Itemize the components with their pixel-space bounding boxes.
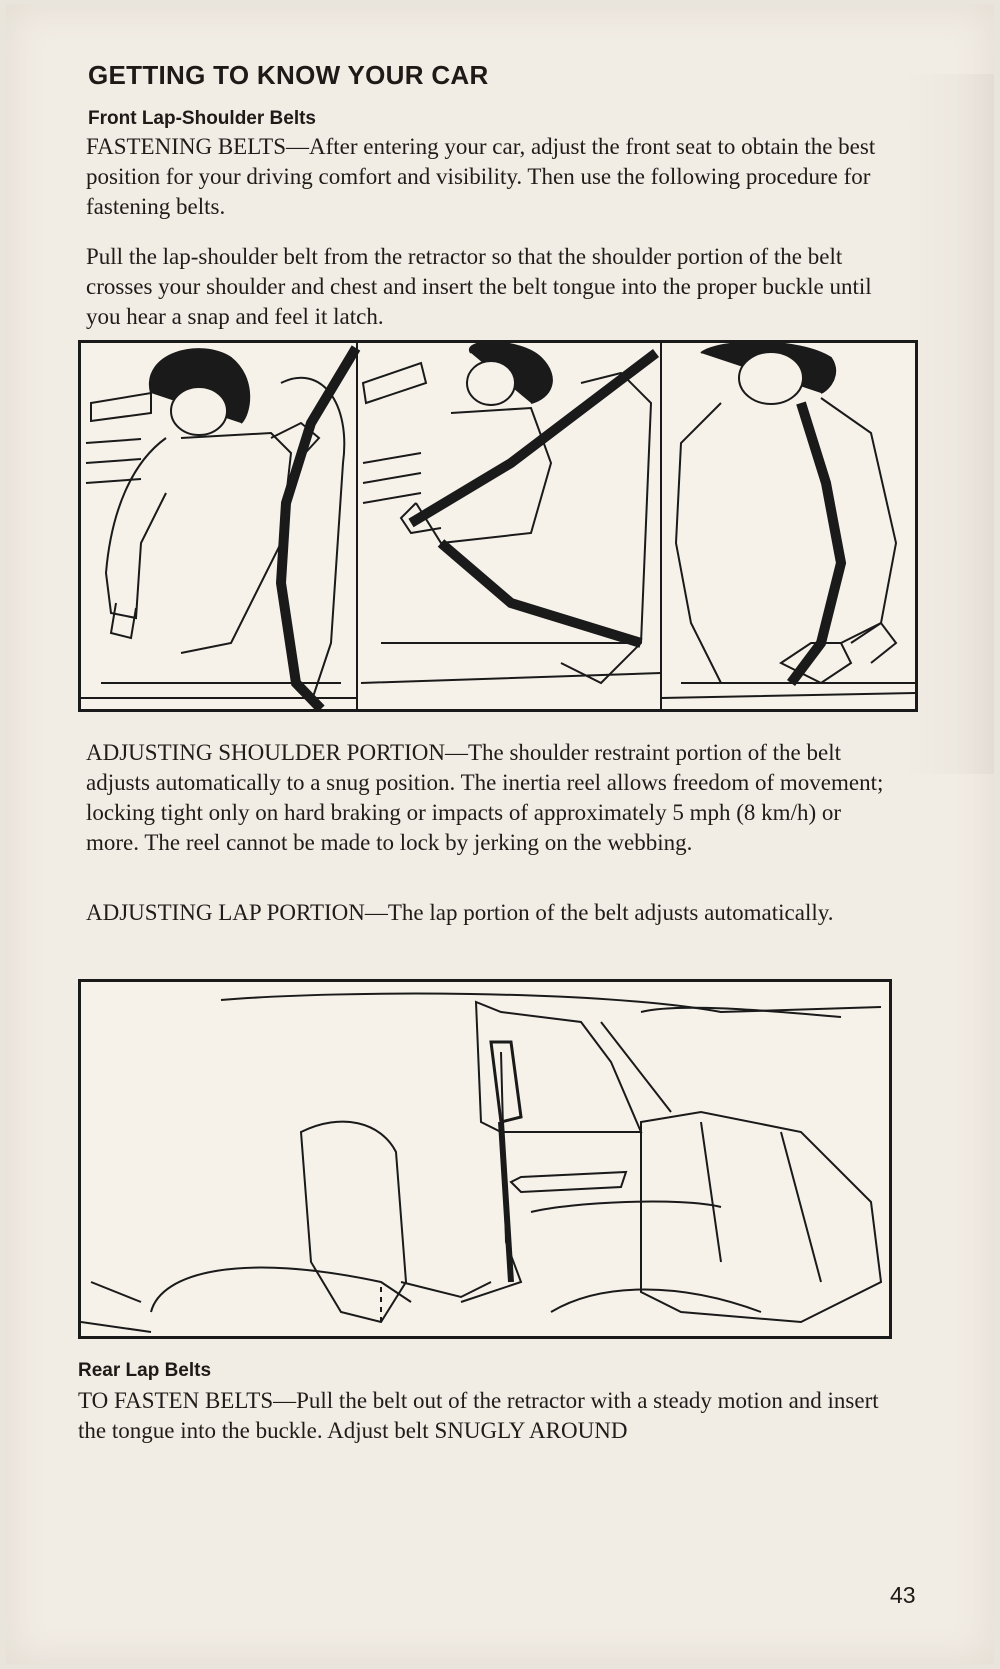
car-interior-drawing bbox=[81, 992, 883, 1333]
panel-3-buckle-latched bbox=[660, 343, 915, 699]
car-interior-illustration bbox=[78, 979, 892, 1339]
fastening-belts-paragraph: FASTENING BELTS—After entering your car,… bbox=[86, 134, 876, 219]
rear-belts-heading: Rear Lap Belts bbox=[78, 1360, 212, 1381]
manual-page: GETTING TO KNOW YOUR CAR Front Lap-Shoul… bbox=[6, 4, 994, 1664]
panel-1-woman-pulling-belt bbox=[81, 345, 361, 709]
pull-belt-paragraph: Pull the lap-shoulder belt from the retr… bbox=[86, 244, 872, 329]
panel-2-belt-across-chest bbox=[360, 343, 662, 685]
adjusting-shoulder-paragraph: ADJUSTING SHOULDER PORTION—The shoulder … bbox=[86, 740, 884, 855]
adjusting-lap-paragraph: ADJUSTING LAP PORTION—The lap portion of… bbox=[86, 900, 834, 925]
front-belts-heading: Front Lap-Shoulder Belts bbox=[88, 108, 316, 129]
fastening-steps-drawing bbox=[81, 343, 915, 709]
fastening-steps-illustration bbox=[78, 340, 918, 712]
fasten-rear-belts-paragraph: TO FASTEN BELTS—Pull the belt out of the… bbox=[78, 1388, 879, 1443]
page-edge-shading bbox=[906, 74, 994, 774]
page-number: 43 bbox=[890, 1582, 916, 1608]
section-title: GETTING TO KNOW YOUR CAR bbox=[88, 60, 489, 90]
